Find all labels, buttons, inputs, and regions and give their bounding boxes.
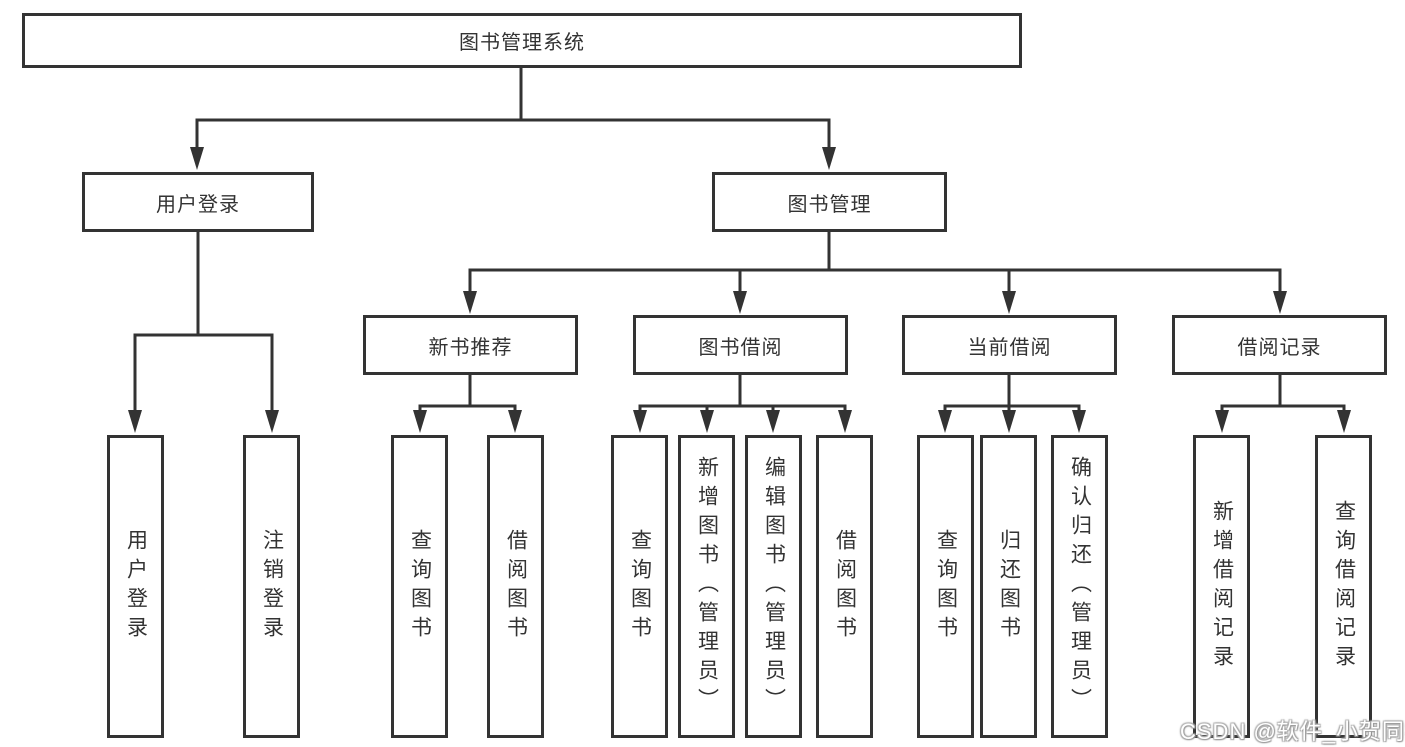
leaf-current-query-label: 查询图书	[934, 528, 958, 645]
leaf-newbook-query-label: 查询图书	[408, 528, 432, 645]
node-new-book-recommend: 新书推荐	[363, 315, 578, 375]
connector-record-bus	[1220, 375, 1346, 412]
arrow-down-icon	[822, 147, 836, 170]
arrow-down-icon	[938, 410, 952, 433]
leaf-borrow-query-label: 查询图书	[628, 528, 652, 645]
arrow-down-icon	[190, 147, 204, 170]
node-root: 图书管理系统	[22, 13, 1022, 68]
node-user-login: 用户登录	[82, 172, 314, 232]
connector-bookmgmt-bus	[468, 231, 1282, 293]
node-user-login-label: 用户登录	[156, 193, 240, 216]
arrow-down-icon	[633, 410, 647, 433]
leaf-current-confirm-admin: 确认归还（管理员）	[1051, 435, 1108, 738]
arrow-down-icon	[1072, 410, 1086, 433]
leaf-logout: 注销登录	[243, 435, 300, 738]
arrow-down-icon	[508, 410, 522, 433]
connector-userlogin-bus	[133, 231, 274, 412]
leaf-record-query-label: 查询借阅记录	[1332, 499, 1356, 674]
leaf-borrow-add-admin: 新增图书（管理员）	[678, 435, 735, 738]
node-book-borrow: 图书借阅	[633, 315, 848, 375]
node-borrow-record: 借阅记录	[1172, 315, 1387, 375]
arrow-down-icon	[128, 410, 142, 433]
node-root-label: 图书管理系统	[459, 32, 585, 54]
arrow-down-icon	[265, 410, 279, 433]
leaf-newbook-query: 查询图书	[391, 435, 448, 738]
node-new-book-recommend-label: 新书推荐	[428, 336, 513, 359]
leaf-borrow-book-label: 借阅图书	[833, 528, 857, 645]
leaf-borrow-edit-admin: 编辑图书（管理员）	[745, 435, 802, 738]
arrow-down-icon	[700, 410, 714, 433]
arrow-down-icon	[1002, 410, 1016, 433]
leaf-current-query: 查询图书	[917, 435, 974, 738]
arrow-down-icon	[1002, 291, 1016, 314]
leaf-record-add-label: 新增借阅记录	[1210, 499, 1234, 674]
node-book-borrow-label: 图书借阅	[698, 336, 783, 359]
watermark-text: CSDN @软件_小贺同学	[1180, 719, 1405, 744]
arrow-down-icon	[838, 410, 852, 433]
node-book-management: 图书管理	[712, 172, 947, 232]
leaf-user-login: 用户登录	[107, 435, 164, 738]
leaf-current-return-label: 归还图书	[997, 528, 1021, 645]
arrow-down-icon	[766, 410, 780, 433]
leaf-borrow-add-admin-label: 新增图书（管理员）	[695, 456, 719, 717]
arrow-down-icon	[1215, 410, 1229, 433]
leaf-current-return: 归还图书	[980, 435, 1037, 738]
arrow-down-icon	[1337, 410, 1351, 433]
connector-root-stem	[195, 68, 831, 150]
leaf-current-confirm-admin-label: 确认归还（管理员）	[1068, 456, 1092, 717]
arrow-down-icon	[463, 291, 477, 314]
arrow-down-icon	[1273, 291, 1287, 314]
connector-borrow-bus	[638, 375, 847, 412]
arrow-down-icon	[413, 410, 427, 433]
node-book-management-label: 图书管理	[787, 193, 872, 216]
connector-newbook-bus	[418, 375, 517, 412]
leaf-borrow-query: 查询图书	[611, 435, 668, 738]
node-current-borrow-label: 当前借阅	[967, 336, 1052, 359]
leaf-record-query: 查询借阅记录	[1315, 435, 1372, 738]
leaf-record-add: 新增借阅记录	[1193, 435, 1250, 738]
leaf-user-login-label: 用户登录	[124, 528, 148, 645]
node-current-borrow: 当前借阅	[902, 315, 1117, 375]
leaf-newbook-borrow: 借阅图书	[487, 435, 544, 738]
connector-current-bus	[943, 375, 1081, 412]
leaf-borrow-edit-admin-label: 编辑图书（管理员）	[762, 456, 786, 717]
leaf-borrow-book: 借阅图书	[816, 435, 873, 738]
leaf-logout-label: 注销登录	[260, 528, 284, 645]
node-borrow-record-label: 借阅记录	[1237, 336, 1322, 359]
leaf-newbook-borrow-label: 借阅图书	[504, 528, 528, 645]
arrow-down-icon	[733, 291, 747, 314]
